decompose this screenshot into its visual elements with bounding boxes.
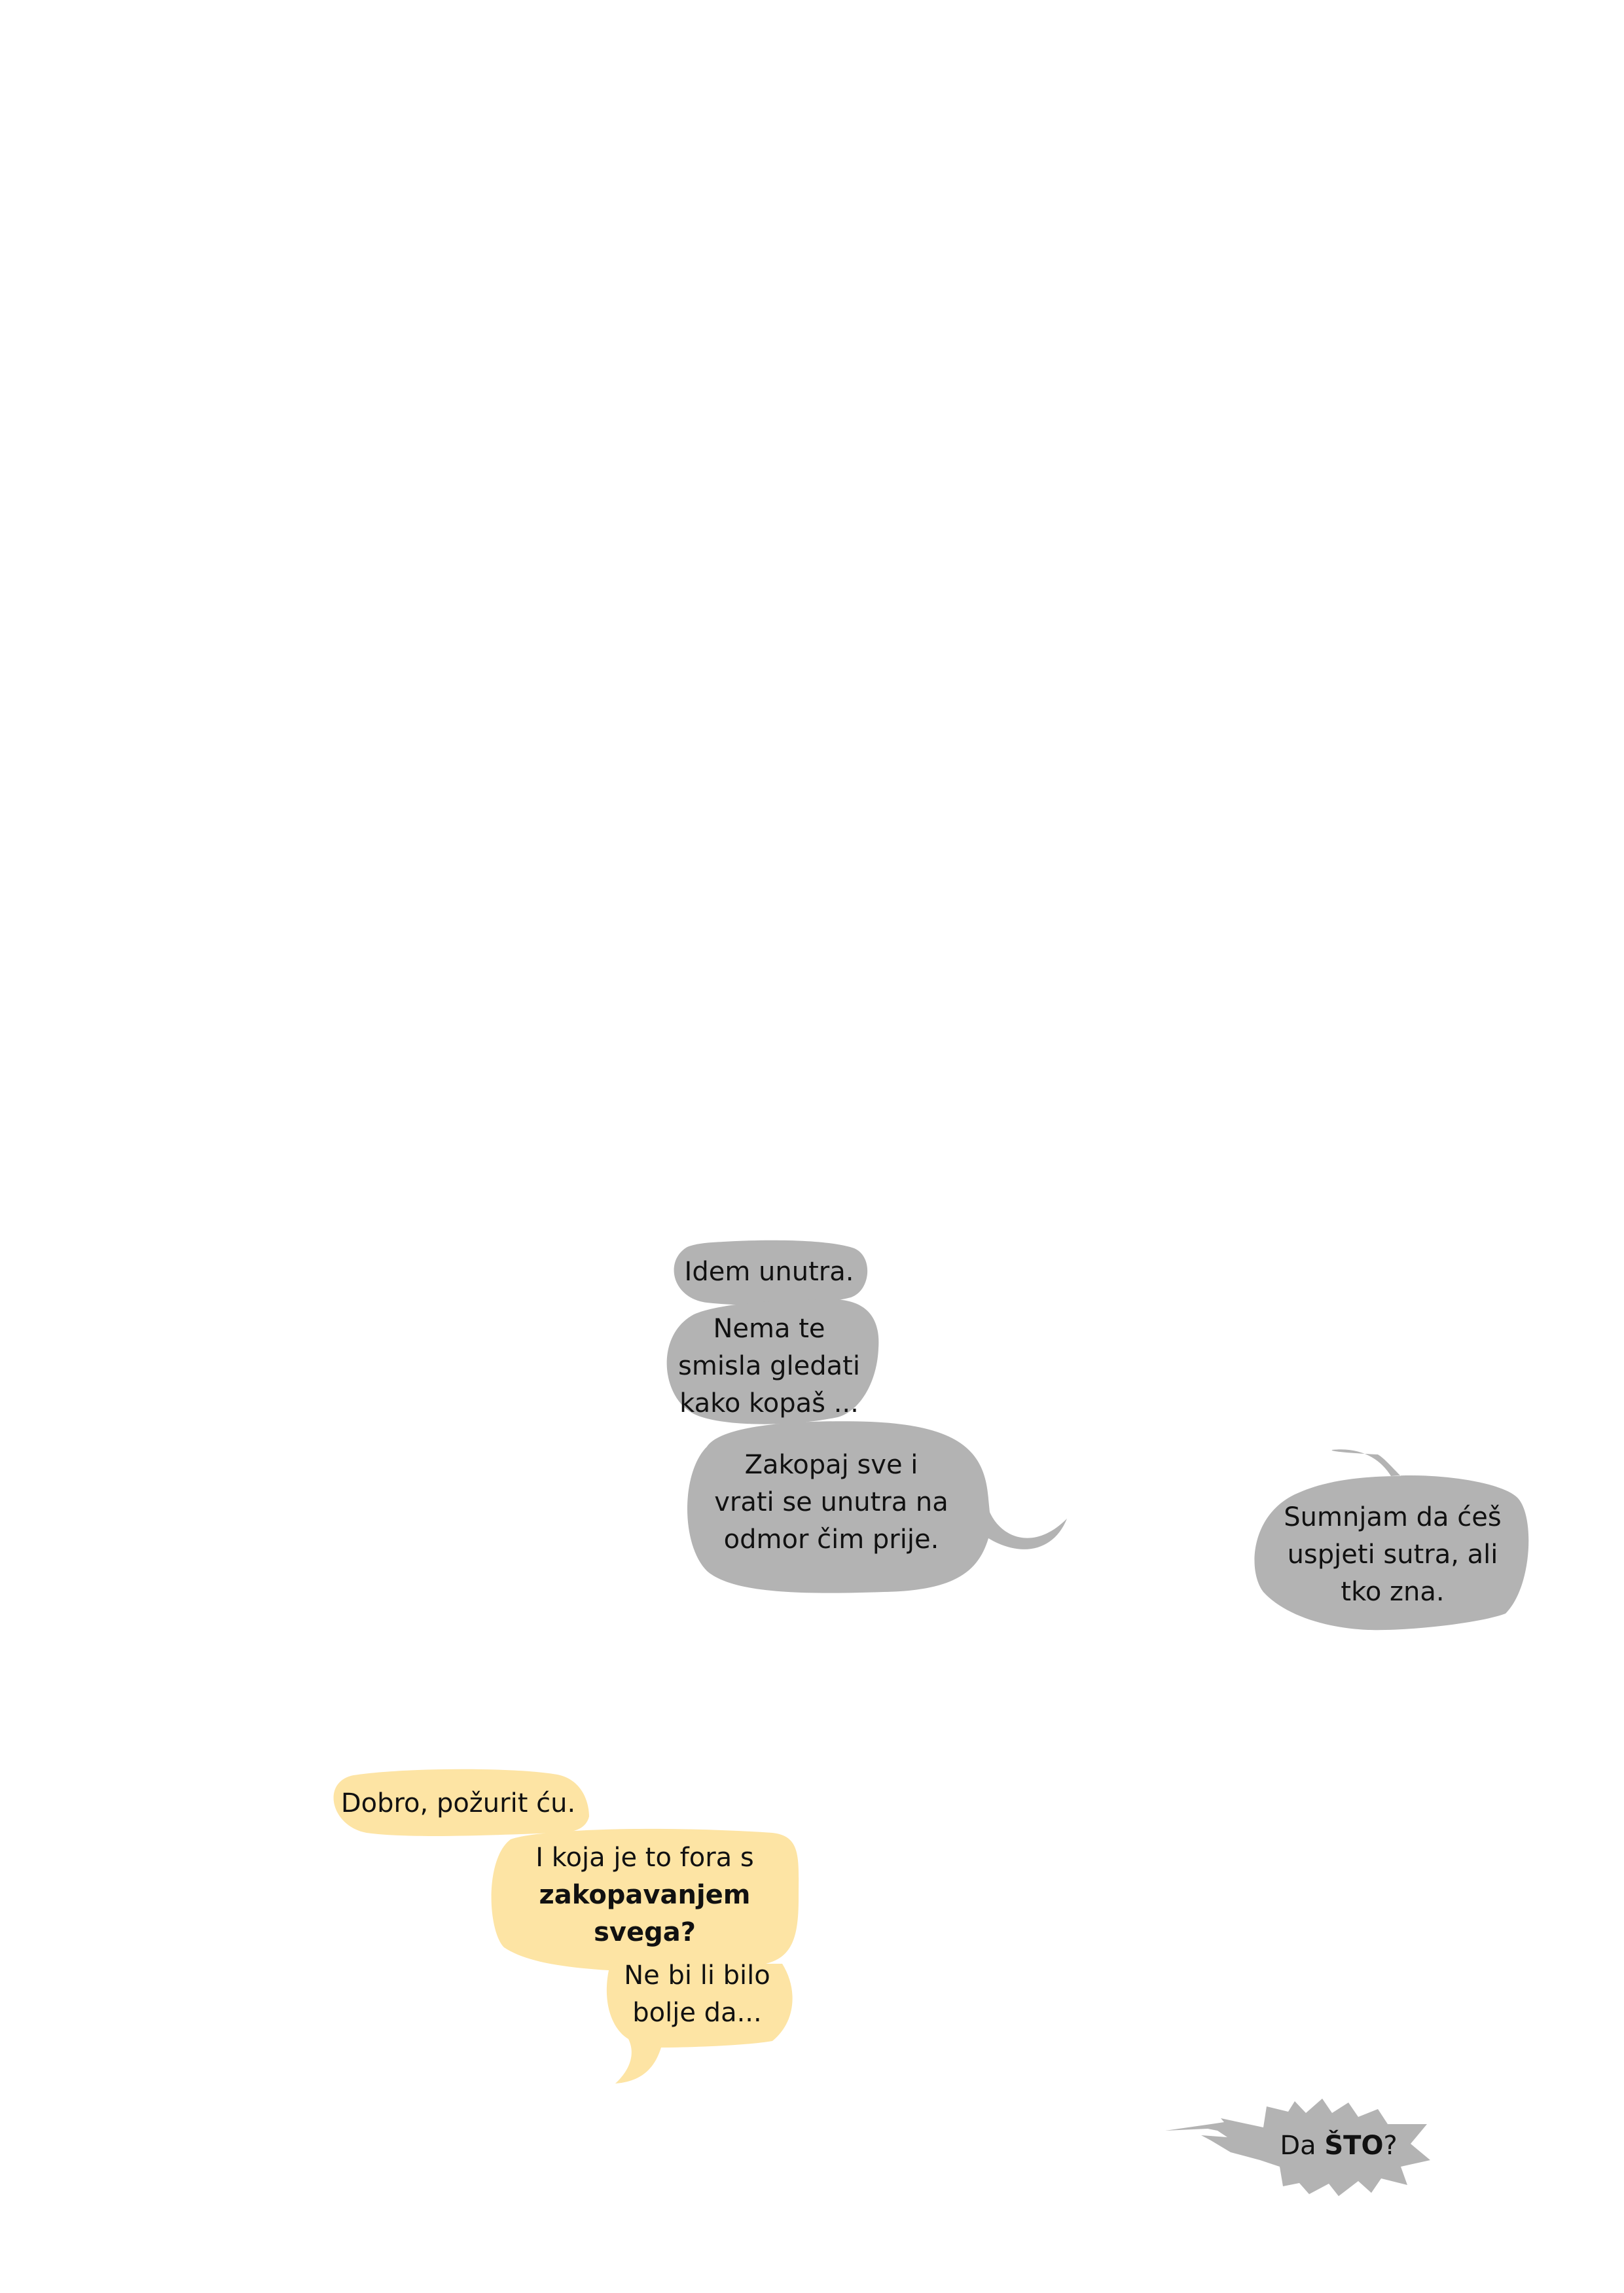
bubble-line: Sumnjam da ćeš [1284,1502,1502,1532]
bubble-line: Ne bi li bilo [624,1960,770,1991]
speech-bubble-koja: I koja je to fora s zakopavanjem svega? [504,1839,785,1951]
bubble-line-bold: zakopavanjem [539,1880,751,1910]
bubble-line: Da ŠTO? [1280,2131,1397,2161]
speech-bubble-da-sto-shape [1165,2099,1430,2196]
speech-bubble-sumnjam: Sumnjam da ćeš uspjeti sutra, ali tko zn… [1267,1499,1519,1611]
bubble-line: Idem unutra. [684,1257,854,1287]
speech-bubble-nema-shape [666,1299,879,1424]
bubble-word: Da [1280,2131,1325,2161]
bubble-line: smisla gledati [678,1351,860,1381]
bubble-line-bold: svega? [594,1917,696,1947]
speech-bubble-sumnjam-shape [1254,1449,1529,1631]
bubble-line: I koja je to fora s [535,1843,754,1873]
speech-bubble-da-sto: Da ŠTO? [1267,2127,1411,2165]
bubble-line: Nema te [713,1314,825,1344]
bubble-line: tko zna. [1341,1577,1445,1607]
speech-bubble-idem-shape [674,1240,868,1305]
speech-bubble-dobro-shape [333,1769,589,1836]
bubble-line: vrati se unutra na [714,1487,948,1517]
bubble-word: ? [1383,2131,1398,2161]
bubble-line: odmor čim prije. [723,1525,939,1555]
speech-bubble-nema: Nema te smisla gledati kako kopaš ... [664,1310,874,1422]
speech-bubble-zakopaj-shape [687,1421,1067,1593]
bubble-word-bold: ŠTO [1324,2131,1384,2161]
speech-bubble-dobro: Dobro, požurit ću. [331,1785,586,1822]
bubble-line: Dobro, požurit ću. [340,1788,576,1818]
speech-bubble-koja-shape [491,1828,799,2084]
bubble-line: kako kopaš ... [679,1388,859,1418]
bubble-line: bolje da... [632,1998,762,2028]
bubble-line: uspjeti sutra, ali [1287,1540,1498,1570]
bubble-line: Zakopaj sve i [744,1450,918,1480]
speech-bubble-zakopaj: Zakopaj sve i vrati se unutra na odmor č… [694,1447,969,1559]
speech-bubble-ne-bi: Ne bi li bilo bolje da... [609,1957,785,2032]
speech-bubble-idem: Idem unutra. [671,1254,867,1291]
